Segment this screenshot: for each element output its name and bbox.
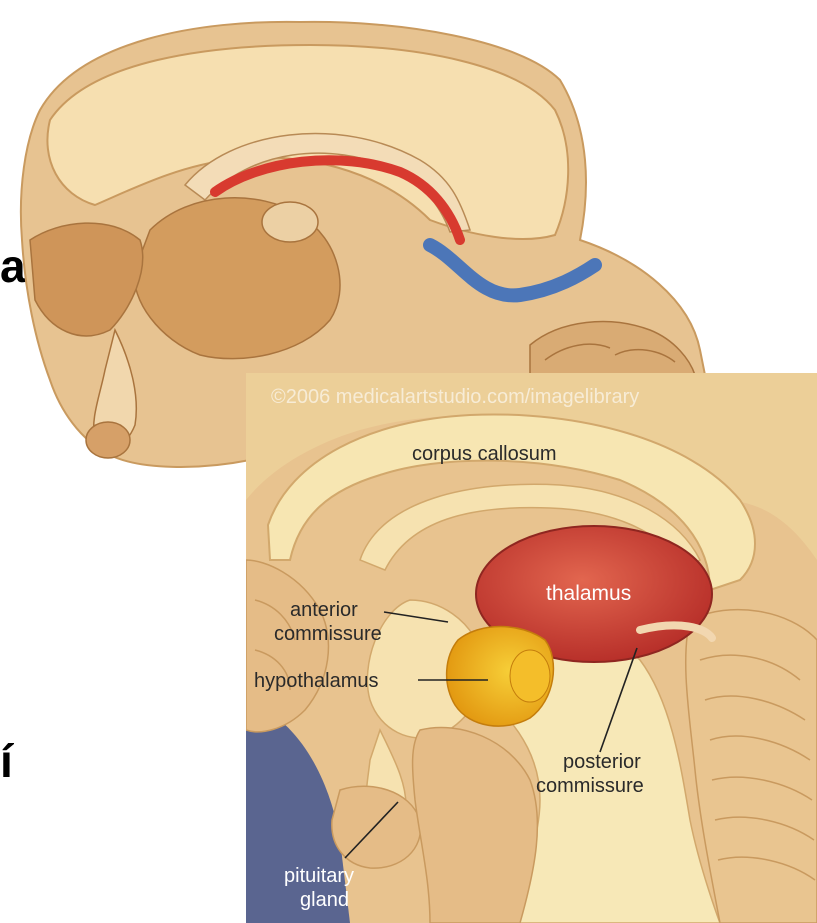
label-corpus-callosum: corpus callosum [412,443,557,465]
label-anterior-line2: commissure [274,623,382,645]
label-hypothalamus: hypothalamus [254,670,379,692]
label-pituitary-line1: pituitary [284,865,354,887]
watermark-text: ©2006 medicalartstudio.com/imagelibrary [271,386,639,408]
label-anterior-line1: anterior [290,599,358,621]
label-posterior-line1: posterior [563,751,641,773]
label-pituitary-line2: gland [300,889,349,911]
label-posterior-line2: commissure [536,775,644,797]
label-thalamus: thalamus [546,582,631,605]
